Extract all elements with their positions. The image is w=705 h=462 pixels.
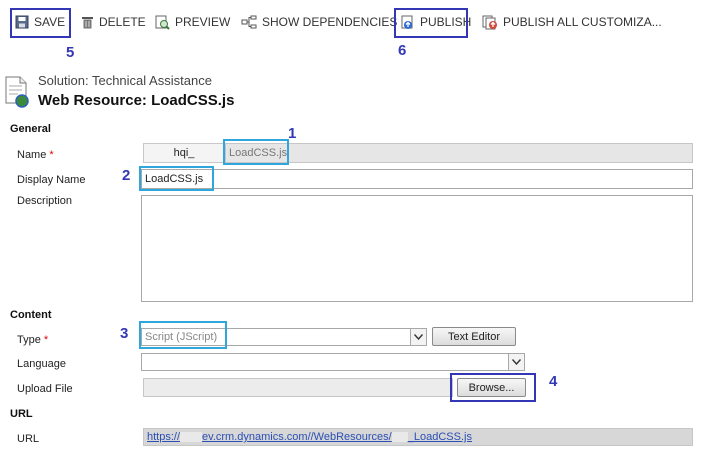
language-select[interactable] <box>141 353 525 371</box>
preview-icon <box>155 15 170 30</box>
publish-all-button[interactable]: PUBLISH ALL CUSTOMIZA... <box>482 12 662 32</box>
dependencies-icon <box>241 15 257 29</box>
publish-label: PUBLISH <box>420 15 472 29</box>
upload-file-input[interactable] <box>143 378 453 397</box>
trash-icon <box>82 17 93 29</box>
save-button[interactable]: SAVE <box>15 12 65 32</box>
name-prefix-field: hqi_ <box>143 143 225 163</box>
type-label: Type* <box>17 334 49 346</box>
annotation-number-3: 3 <box>120 325 129 342</box>
publish-button[interactable]: PUBLISH <box>400 12 471 32</box>
general-section-heading: General <box>10 123 51 135</box>
save-icon <box>15 15 29 29</box>
description-textarea[interactable] <box>141 195 693 302</box>
web-resource-icon <box>5 76 29 108</box>
publish-all-icon <box>482 15 497 29</box>
annotation-box-publish <box>394 8 468 38</box>
upload-file-label: Upload File <box>17 383 73 395</box>
display-name-label: Display Name <box>17 174 86 186</box>
annotation-number-1: 1 <box>288 125 297 142</box>
publish-icon <box>401 15 413 29</box>
url-section-heading: URL <box>10 408 33 420</box>
content-section-heading: Content <box>10 309 52 321</box>
redacted-block <box>180 432 203 443</box>
display-name-input[interactable]: LoadCSS.js <box>141 169 693 189</box>
annotation-number-4: 4 <box>549 373 558 390</box>
annotation-box-type <box>139 321 227 349</box>
save-label: SAVE <box>34 15 66 29</box>
preview-label: PREVIEW <box>175 15 231 29</box>
annotation-box-name <box>223 139 289 165</box>
annotation-box-save <box>10 8 71 38</box>
required-asterisk: * <box>49 149 54 161</box>
chevron-down-icon[interactable] <box>508 354 524 370</box>
annotation-number-5: 5 <box>66 44 75 61</box>
annotation-number-6: 6 <box>398 42 407 59</box>
language-label: Language <box>17 358 66 370</box>
preview-button[interactable]: PREVIEW <box>155 12 230 32</box>
type-select-value: Script (JScript) <box>145 331 218 343</box>
solution-name: Solution: Technical Assistance <box>38 73 212 88</box>
command-bar: SAVE DELETE PREVIEW SHOW DEPENDENCIES <box>0 0 705 44</box>
chevron-down-icon[interactable] <box>410 329 426 345</box>
url-field: https://ev.crm.dynamics.com//WebResource… <box>143 428 693 446</box>
url-label: URL <box>17 433 40 445</box>
annotation-box-browse <box>450 373 536 402</box>
delete-label: DELETE <box>99 15 146 29</box>
annotation-box-display-name <box>139 166 214 191</box>
type-select[interactable]: Script (JScript) <box>141 328 427 346</box>
annotation-number-2: 2 <box>122 167 131 184</box>
text-editor-button[interactable]: Text Editor <box>432 327 516 346</box>
delete-button[interactable]: DELETE <box>81 12 146 32</box>
name-label: Name* <box>17 149 54 161</box>
page-title: Web Resource: LoadCSS.js <box>38 92 235 109</box>
browse-button[interactable]: Browse... <box>457 378 526 397</box>
publish-all-label: PUBLISH ALL CUSTOMIZA... <box>503 15 662 29</box>
redacted-block <box>391 432 408 443</box>
url-link[interactable]: https://ev.crm.dynamics.com//WebResource… <box>147 431 472 443</box>
description-label: Description <box>17 195 73 207</box>
required-asterisk: * <box>43 334 49 346</box>
show-dependencies-button[interactable]: SHOW DEPENDENCIES <box>241 12 397 32</box>
show-dependencies-label: SHOW DEPENDENCIES <box>262 15 398 29</box>
name-input[interactable]: LoadCSS.js <box>225 143 693 163</box>
